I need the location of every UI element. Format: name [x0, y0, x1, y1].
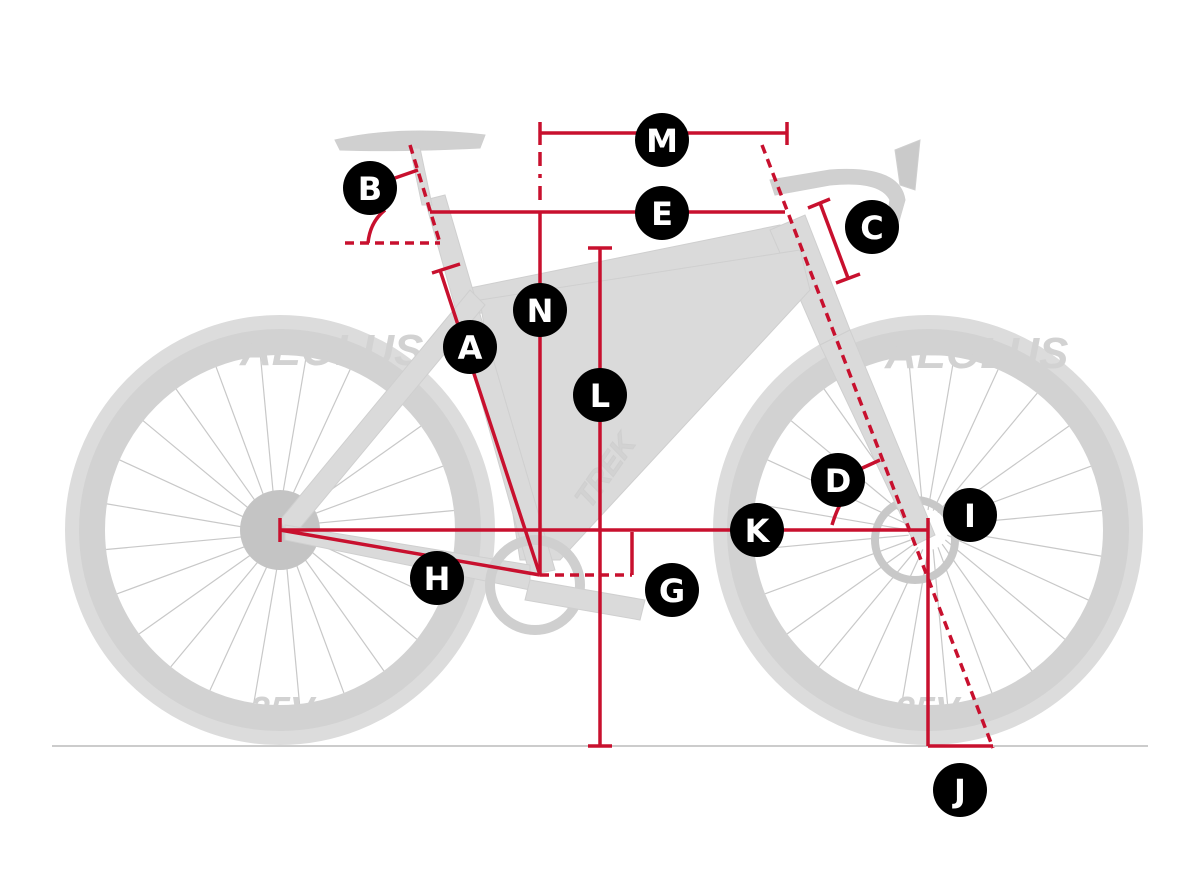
label-i: I — [943, 488, 997, 542]
spoke — [299, 509, 454, 526]
spoke — [209, 549, 276, 691]
label-b: B — [343, 161, 397, 215]
svg-text:N: N — [527, 292, 554, 330]
svg-text:K: K — [745, 512, 771, 550]
spoke — [764, 539, 911, 595]
seat-tube-axis-dashed — [408, 144, 442, 244]
svg-text:H: H — [424, 560, 451, 598]
spoke — [907, 356, 924, 511]
svg-text:G: G — [659, 572, 685, 610]
svg-text:B: B — [358, 170, 382, 208]
svg-text:A: A — [458, 329, 483, 367]
rear-rim-logo: AEOLUS — [239, 326, 423, 375]
spoke — [116, 539, 263, 595]
seat-angle-arc-b — [366, 208, 387, 244]
spoke — [932, 369, 999, 511]
label-a: A — [443, 320, 497, 374]
spoke — [297, 465, 444, 521]
label-d: D — [811, 453, 865, 507]
spoke — [937, 392, 1038, 514]
label-c: C — [845, 200, 899, 254]
svg-text:M: M — [646, 122, 678, 160]
spoke — [947, 534, 1089, 601]
spoke — [289, 547, 345, 694]
rear-wheel: AEOLUS 35V — [65, 315, 495, 745]
spoke — [296, 539, 418, 640]
steering-axis-line — [760, 144, 995, 749]
spoke — [253, 549, 281, 704]
front-rim-logo: AEOLUS — [884, 329, 1068, 378]
label-k: K — [730, 503, 784, 557]
spoke — [259, 356, 276, 511]
spoke — [175, 388, 267, 517]
spoke — [941, 543, 1033, 672]
spoke — [142, 420, 264, 521]
label-g: G — [645, 563, 699, 617]
label-e: E — [635, 186, 689, 240]
spoke — [857, 549, 924, 691]
svg-text:L: L — [590, 377, 610, 415]
spoke — [106, 534, 261, 551]
spoke — [818, 546, 919, 668]
spoke — [284, 549, 301, 704]
spoke — [215, 366, 271, 513]
svg-text:J: J — [952, 772, 966, 810]
measurement-lines — [278, 122, 995, 749]
label-l: L — [573, 368, 627, 422]
svg-text:I: I — [964, 497, 976, 535]
spoke — [937, 547, 993, 694]
rear-rim-depth-logo: 35V — [250, 689, 317, 730]
chainstay-line-h — [279, 528, 541, 577]
spoke — [293, 543, 385, 672]
head-tube-line-c — [818, 202, 850, 279]
spoke — [119, 459, 261, 526]
svg-text:C: C — [860, 209, 883, 247]
spoke — [279, 356, 307, 511]
spoke — [927, 356, 955, 511]
spoke — [786, 543, 915, 635]
spoke — [754, 503, 909, 531]
spoke — [170, 546, 271, 668]
head-angle-arc-d — [830, 504, 842, 526]
svg-text:D: D — [825, 462, 852, 500]
label-n: N — [513, 283, 567, 337]
spoke — [138, 543, 267, 635]
spoke — [284, 369, 351, 511]
spoke — [754, 534, 909, 551]
svg-text:E: E — [651, 195, 673, 233]
label-m: M — [635, 113, 689, 167]
seat-tube-line-a — [438, 269, 542, 576]
spoke — [106, 503, 261, 531]
label-j: J — [933, 763, 987, 817]
label-h: H — [410, 551, 464, 605]
spoke — [944, 539, 1066, 640]
